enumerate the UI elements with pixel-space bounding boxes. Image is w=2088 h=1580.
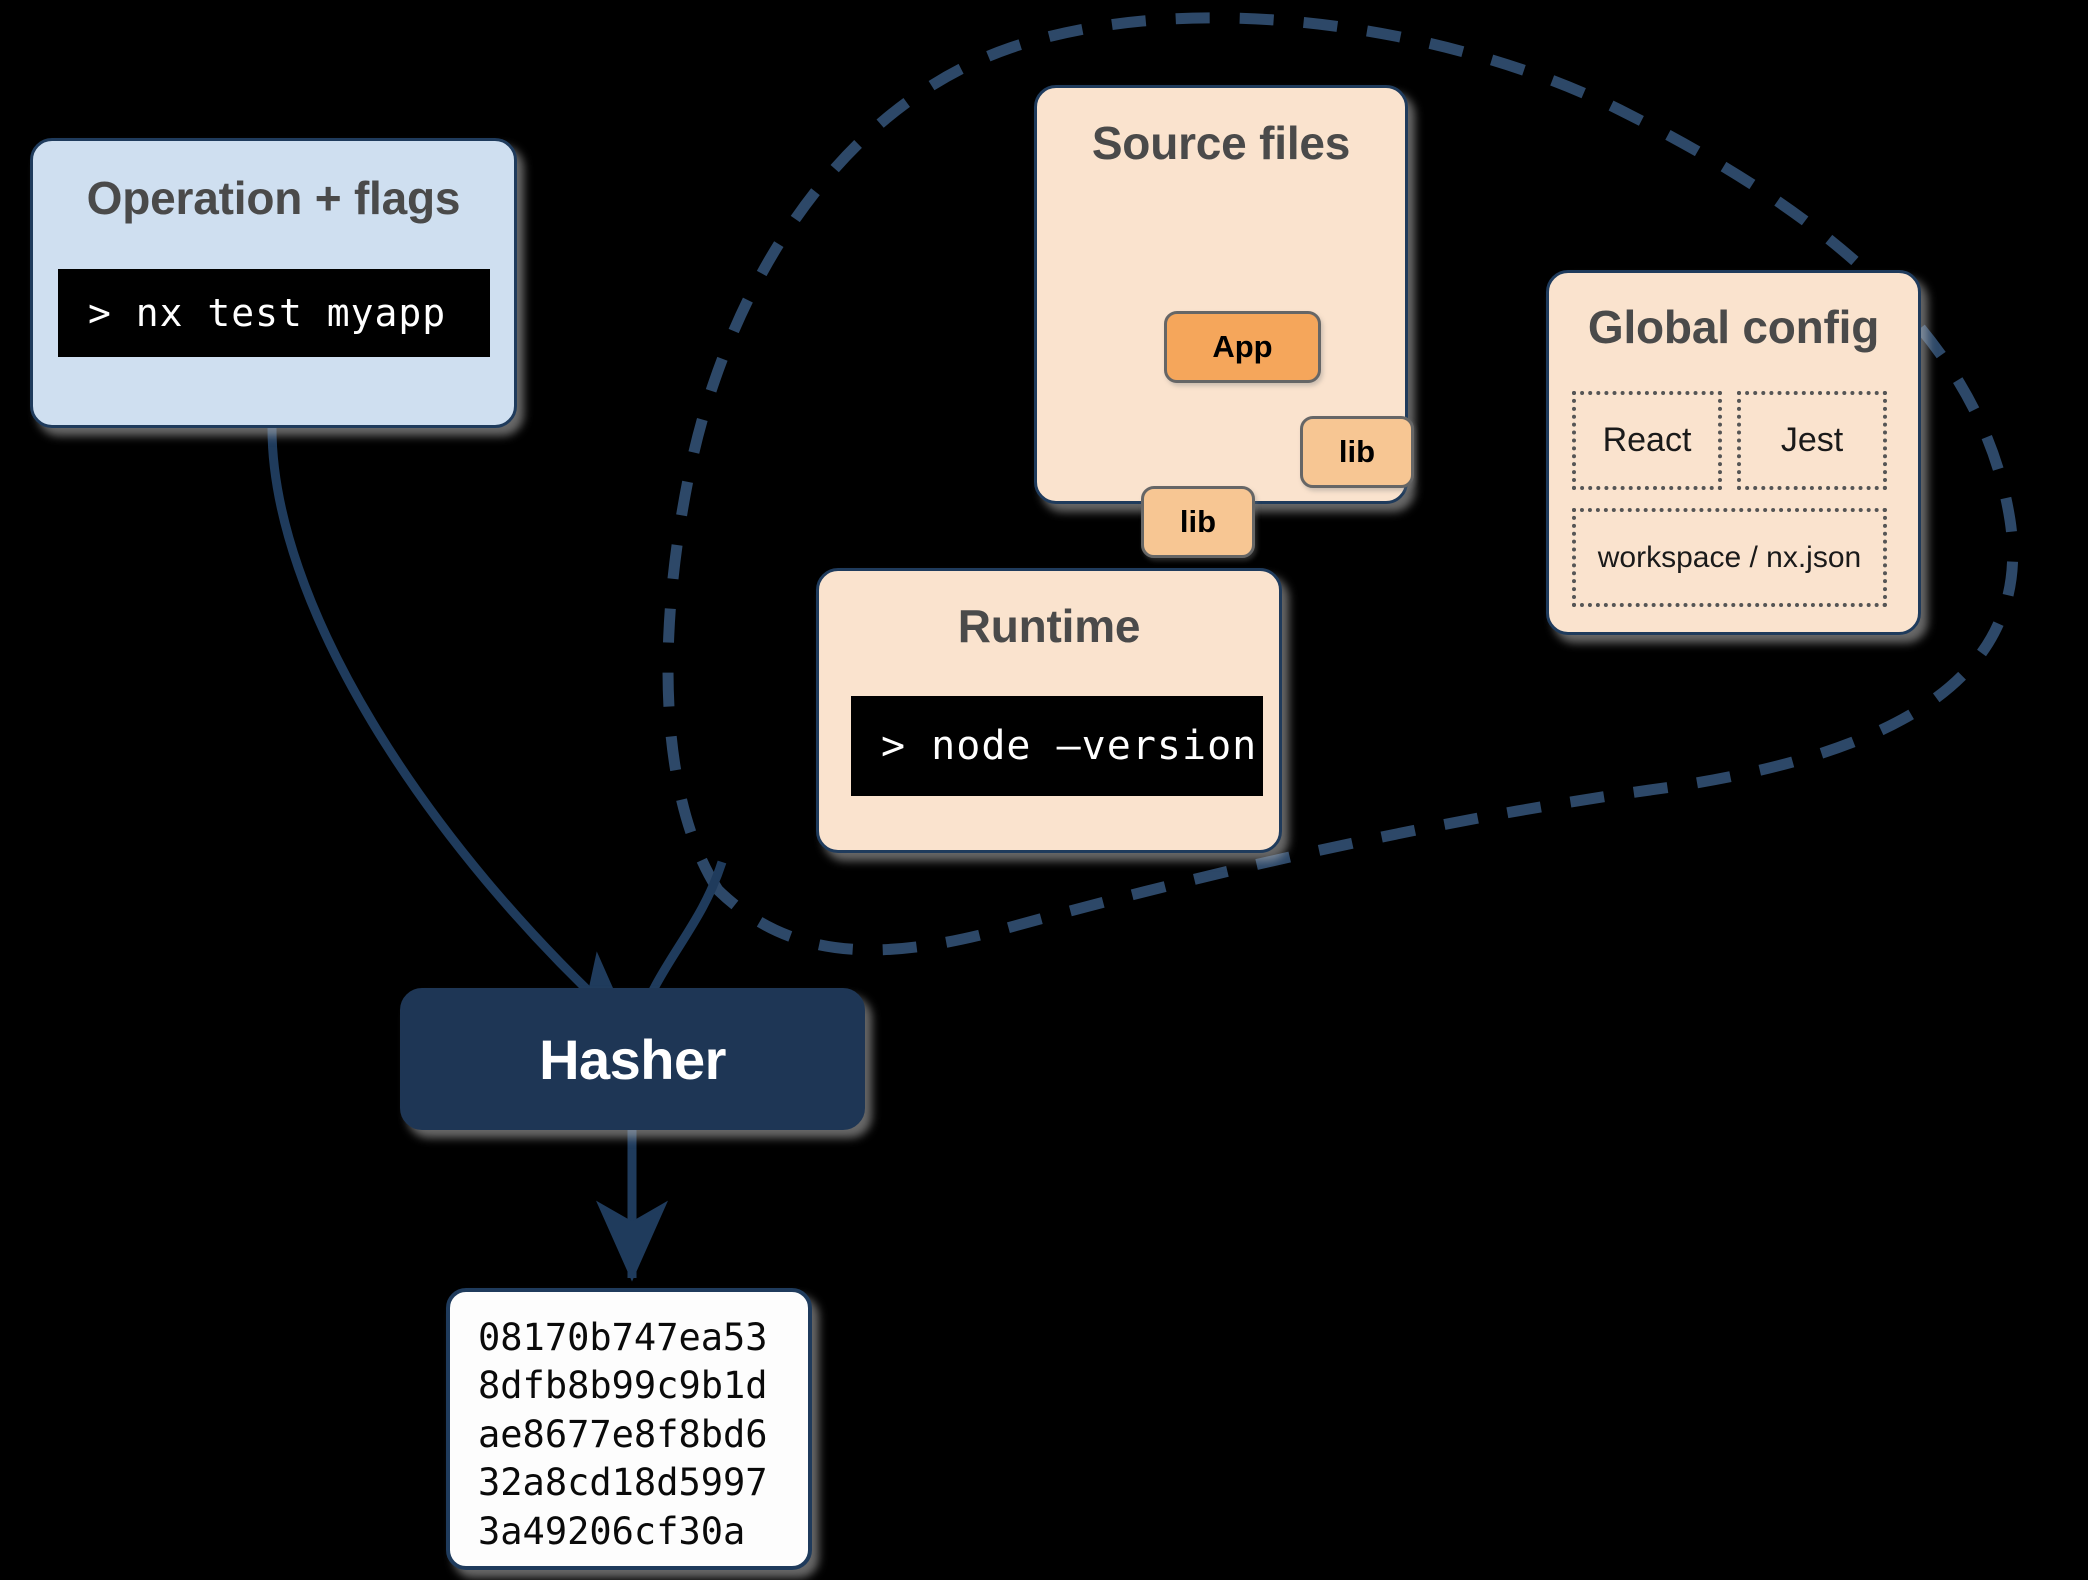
operation-command-terminal: > nx test myapp <box>58 269 490 357</box>
edge-operation-to-hasher <box>267 427 634 1034</box>
runtime-title: Runtime <box>957 600 1141 652</box>
operation-flags-title: Operation + flags <box>86 172 461 224</box>
global-config-item-workspace: workspace / nx.json <box>1572 508 1887 607</box>
global-config-card: Global config React Jest workspace / nx.… <box>1546 270 1921 635</box>
hash-line: 08170b747ea53 <box>478 1316 768 1359</box>
source-node-app: App <box>1164 311 1321 383</box>
global-config-item-jest: Jest <box>1737 391 1887 490</box>
hash-line: ae8677e8f8bd6 <box>478 1412 768 1456</box>
hash-line: 8dfb8b99c9b1d <box>478 1364 768 1408</box>
global-config-title: Global config <box>1587 301 1880 353</box>
hash-line: 3a49206cf30a <box>478 1509 746 1553</box>
source-files-title: Source files <box>1091 117 1351 169</box>
hasher-node: Hasher <box>400 988 865 1130</box>
hasher-label: Hasher <box>539 1027 726 1091</box>
source-node-lib-left: lib <box>1141 486 1255 558</box>
source-files-card: Source files App lib lib <box>1034 85 1414 558</box>
source-node-lib-right: lib <box>1300 416 1414 488</box>
global-config-item-react: React <box>1572 391 1722 490</box>
hash-line: 32a8cd18d5997 <box>478 1461 768 1505</box>
runtime-command-terminal: > node –version <box>851 696 1263 796</box>
runtime-card: Runtime > node –version <box>816 568 1282 853</box>
operation-flags-card: Operation + flags > nx test myapp <box>30 138 517 428</box>
